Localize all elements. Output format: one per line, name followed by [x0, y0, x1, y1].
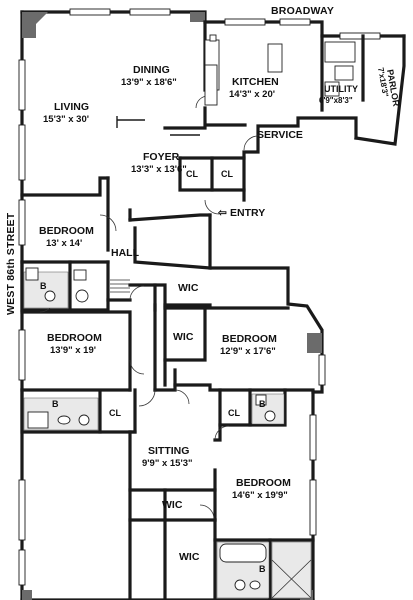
hall-label: HALL [111, 247, 140, 259]
street-broadway: BROADWAY [271, 5, 334, 17]
dining-dim: 13'9" x 18'6" [121, 77, 177, 88]
bedroom-2-label: BEDROOM [47, 332, 102, 344]
bath-2-label: B [52, 399, 59, 409]
north-windows [69, 8, 381, 40]
sitting-dim: 9'9" x 15'3" [142, 458, 193, 469]
bath-1-label: B [40, 281, 47, 291]
foyer-label: FOYER [143, 151, 180, 163]
entry-arrow-icon: ⇦ [217, 207, 227, 219]
dining-label: DINING [133, 64, 170, 76]
living-dim: 15'3" x 30' [43, 114, 89, 125]
entry-label: ENTRY [230, 207, 265, 219]
bath-4-label: B [259, 564, 266, 574]
wic-4-label: WIC [179, 551, 200, 563]
wic-3-label: WIC [162, 499, 183, 511]
foyer-closet-2-label: CL [221, 169, 233, 179]
bedroom-3-dim: 12'9" x 17'6" [220, 346, 276, 357]
foyer-closet-1-label: CL [186, 169, 198, 179]
east-windows [309, 354, 326, 536]
bedroom-2-dim: 13'9" x 19' [50, 345, 96, 356]
west-windows [18, 59, 26, 586]
wic-1-label: WIC [178, 282, 199, 294]
bath-3-label: B [259, 399, 266, 409]
wic-2-label: WIC [173, 331, 194, 343]
sitting-label: SITTING [148, 445, 189, 457]
service-label: SERVICE [257, 129, 303, 141]
closet-bedroom-3-label: CL [228, 408, 240, 418]
kitchen-label: KITCHEN [232, 76, 279, 88]
kitchen-dim: 14'3" x 20' [229, 89, 275, 100]
fixtures [23, 34, 356, 599]
bedroom-1-dim: 13' x 14' [46, 238, 82, 249]
bedroom-4-dim: 14'6" x 19'9" [232, 490, 288, 501]
utility-dim: 6'9"x8'3" [319, 96, 353, 105]
closet-bedroom-2-label: CL [109, 408, 121, 418]
living-label: LIVING [54, 101, 89, 113]
foyer-dim: 13'3" x 13'6" [131, 164, 187, 175]
doors [39, 95, 259, 520]
bedroom-1-label: BEDROOM [39, 225, 94, 237]
utility-label: UTILITY [324, 84, 358, 94]
bedroom-3-label: BEDROOM [222, 333, 277, 345]
bedroom-4-label: BEDROOM [236, 477, 291, 489]
street-west-86th: WEST 86th STREET [5, 212, 17, 315]
